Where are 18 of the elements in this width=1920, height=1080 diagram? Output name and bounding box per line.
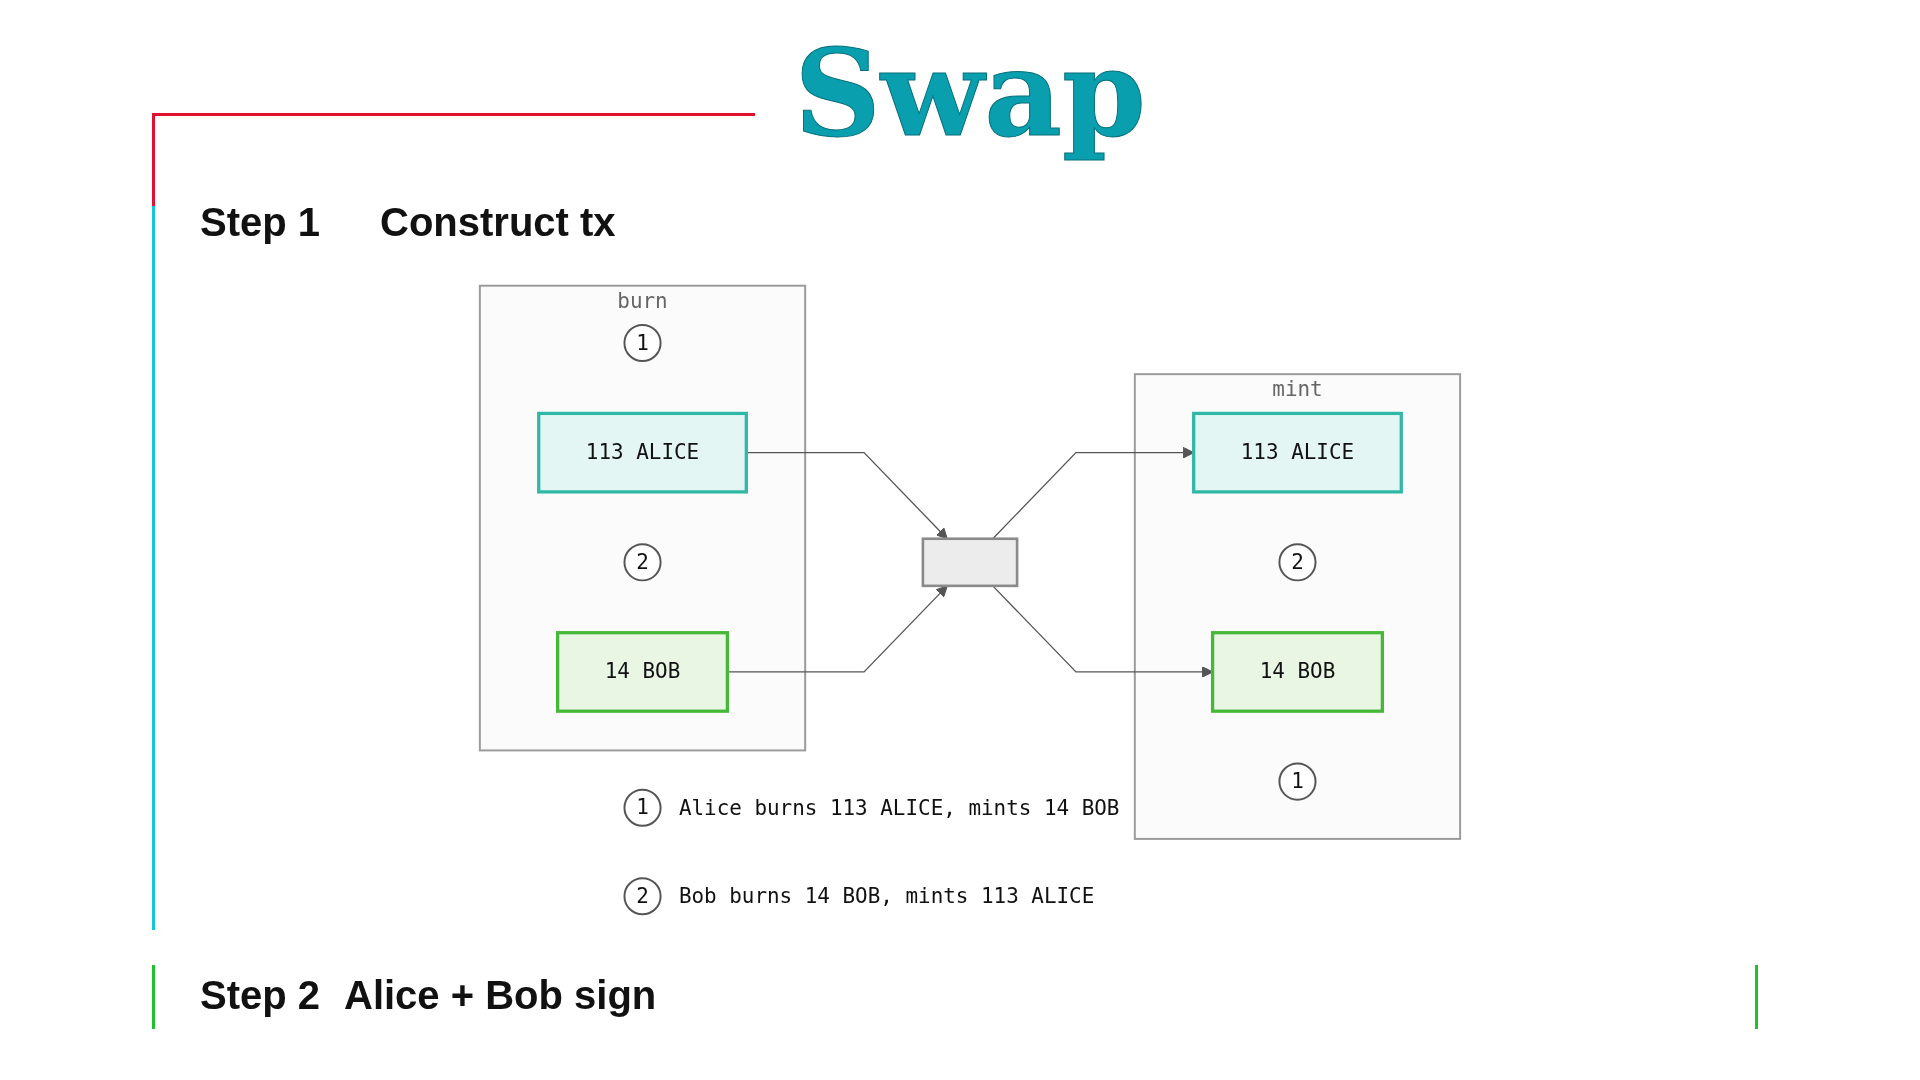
node-circle: 1 — [1278, 762, 1317, 801]
node-circle: 1 — [623, 788, 662, 827]
node-note: Alice burns 113 ALICE, mints 14 BOB — [678, 795, 1120, 820]
node-note: Bob burns 14 BOB, mints 113 ALICE — [678, 884, 1095, 909]
step-number: Step 2 — [200, 972, 321, 1019]
node-circle: 1 — [623, 323, 662, 363]
node-box: 14 BOB — [1210, 631, 1384, 713]
node-circle: 2 — [623, 543, 662, 582]
node-box: 113 ALICE — [537, 411, 748, 494]
node-box: 113 ALICE — [1192, 411, 1403, 494]
node-circle: 2 — [1278, 543, 1317, 582]
node-circle: 2 — [623, 877, 662, 916]
node-box: 14 BOB — [556, 631, 730, 713]
page-title: Swap — [793, 21, 1147, 165]
step-title: Alice + Bob sign — [344, 972, 657, 1019]
node-box — [921, 537, 1019, 588]
step-title: Construct tx — [380, 199, 616, 246]
step-number: Step 1 — [200, 199, 321, 246]
